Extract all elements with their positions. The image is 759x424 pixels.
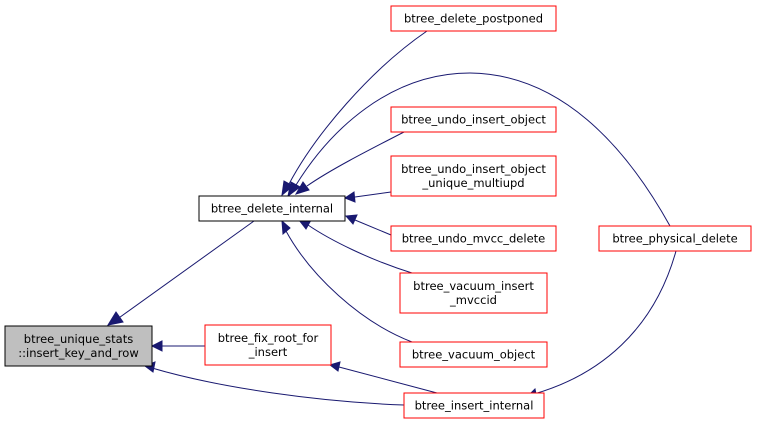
node-delete-internal: btree_delete_internal [198,195,346,222]
node-insert-internal[interactable]: btree_insert_internal [403,392,545,419]
edge-arrowhead [328,361,341,372]
node-label-line: btree_undo_insert_object [401,162,546,176]
edge-undo_insert_object-to-delete_internal [294,131,405,195]
edge-line [288,30,428,185]
edge-line [533,250,677,395]
node-box[interactable] [390,225,557,252]
node-label-line: btree_unique_stats [24,332,133,346]
node-vacuum-insert-mvccid[interactable]: btree_vacuum_insert_mvccid [399,272,548,314]
node-label-line: btree_vacuum_insert [413,279,534,293]
edge-vacuum_object-to-delete_internal [281,219,413,343]
edge-insert_internal-to-fix_root [328,361,438,394]
edge-arrowhead [343,191,356,203]
node-fix-root[interactable]: btree_fix_root_for_insert [204,324,332,366]
node-undo-insert-object[interactable]: btree_undo_insert_object [390,106,557,133]
node-label-line: btree_undo_mvcc_delete [402,232,545,246]
node-box [4,325,153,367]
edge-insert_internal-to-unique_stats [143,361,405,406]
edge-line [285,230,413,343]
node-physical-delete[interactable]: btree_physical_delete [598,225,752,252]
node-box[interactable] [403,392,545,419]
node-label-line: btree_fix_root_for [218,331,319,345]
node-box[interactable] [390,155,557,197]
node-label-line: _unique_multiupd [421,176,524,190]
node-undo-insert-object-multi[interactable]: btree_undo_insert_object_unique_multiupd [390,155,557,197]
edge-delete_internal-to-unique_stats [106,220,255,326]
edge-fix_root-to-unique_stats [150,340,205,352]
edge-undo_insert_object_multi-to-delete_internal [343,191,392,203]
node-label-line: btree_undo_insert_object [401,113,546,127]
node-label-line: btree_physical_delete [612,232,737,246]
edge-line [295,72,671,227]
node-vacuum-object[interactable]: btree_vacuum_object [399,341,548,368]
node-label-line: btree_delete_internal [211,202,333,216]
node-label-line: _insert [248,345,288,359]
node-label-line: btree_vacuum_object [412,348,536,362]
edge-line [151,367,405,406]
node-box[interactable] [390,106,557,133]
edge-line [338,366,438,394]
node-box[interactable] [204,324,332,366]
node-box[interactable] [399,272,548,314]
node-box[interactable] [399,341,548,368]
node-label-line: ::insert_key_and_row [18,346,138,360]
edge-line [354,191,392,198]
edges-layer [106,30,677,406]
nodes-layer: btree_unique_stats::insert_key_and_rowbt… [4,5,752,419]
node-label-line: btree_insert_internal [415,399,534,413]
edge-undo_mvcc_delete-to-delete_internal [344,214,392,236]
edge-arrowhead [294,181,310,195]
node-label-line: _mvccid [449,293,497,307]
node-box[interactable] [598,225,752,252]
node-unique-stats: btree_unique_stats::insert_key_and_row [4,325,153,367]
edge-arrowhead [150,340,163,352]
node-box [198,195,346,222]
edge-arrowhead [281,219,291,236]
edge-physical_delete-to-insert_internal [525,250,677,400]
edge-line [354,219,392,236]
edge-physical_delete-to-delete_internal [287,72,671,227]
edge-line [306,131,405,187]
edge-line [307,224,413,274]
edge-arrowhead [344,214,358,225]
node-undo-mvcc-delete[interactable]: btree_undo_mvcc_delete [390,225,557,252]
node-delete-postponed[interactable]: btree_delete_postponed [390,5,557,32]
edge-arrowhead [287,181,301,198]
edge-line [115,220,255,321]
node-label-line: btree_delete_postponed [404,12,543,26]
edge-arrowhead [106,311,124,326]
node-box[interactable] [390,5,557,32]
